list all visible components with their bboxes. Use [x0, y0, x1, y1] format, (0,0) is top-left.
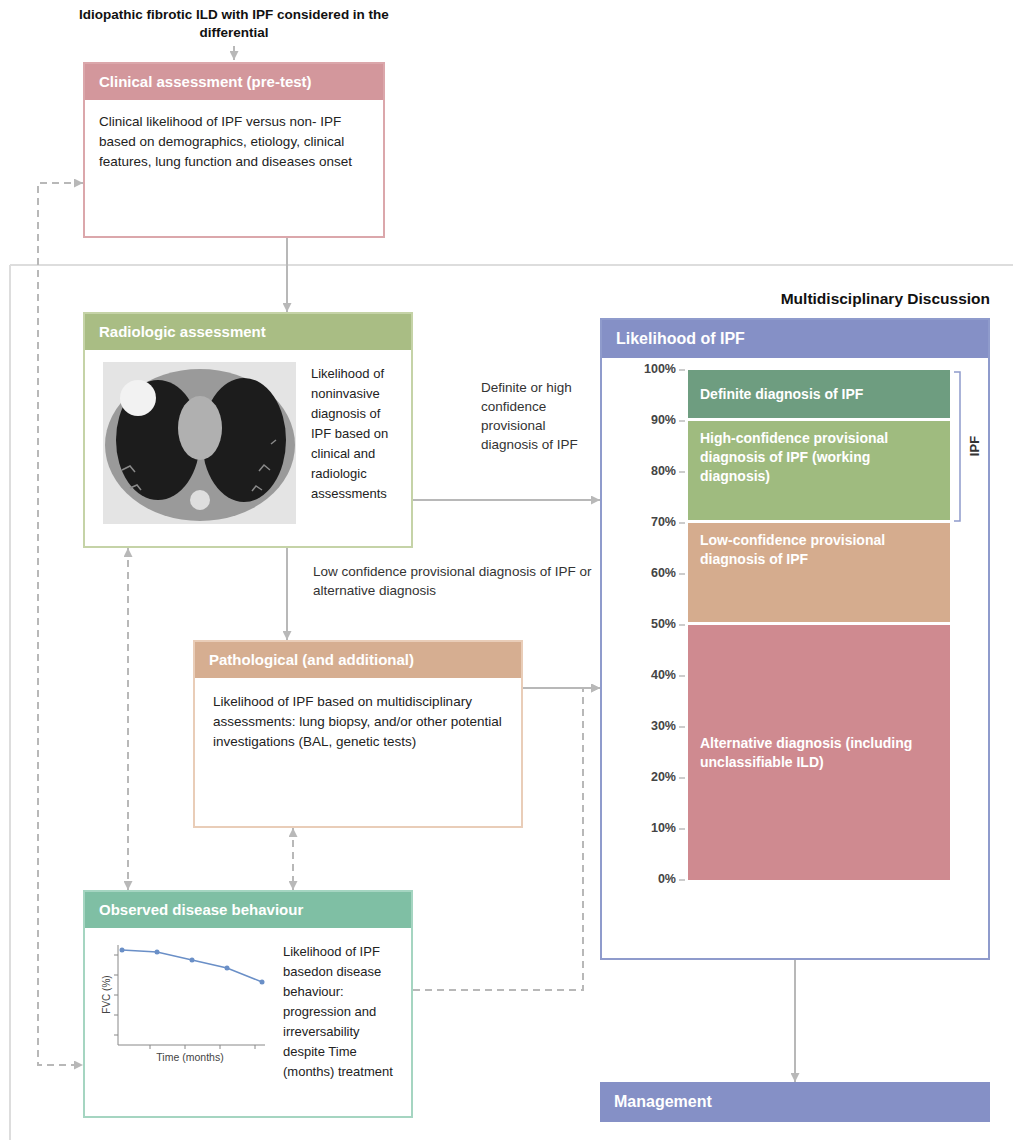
management-box: Management: [600, 1082, 990, 1122]
chart-axis: [118, 1045, 265, 1046]
connector-label: Low confidence provisional diagnosis of …: [313, 562, 595, 600]
chart-ticks: [114, 955, 255, 1049]
region-rule: [10, 264, 1013, 266]
scale-label: 20%: [616, 770, 676, 786]
chart-point: [155, 950, 160, 955]
flow-connector: [127, 548, 129, 890]
scale-label: 40%: [616, 668, 676, 684]
band-label: Low-confidence provisional diagnosis of …: [700, 531, 938, 569]
chart-point: [225, 966, 230, 971]
ct-background: [103, 362, 296, 524]
assessment-panel: Radiologic assessmentLikelihood of nonin…: [83, 312, 413, 548]
chart-point: [120, 948, 125, 953]
scale-label: 70%: [616, 515, 676, 531]
panel-heading: Pathological (and additional): [195, 642, 521, 678]
scale-label: 0%: [616, 872, 676, 888]
flow-connector: [286, 548, 288, 640]
scale-label: 10%: [616, 821, 676, 837]
likelihood-band: High-confidence provisional diagnosis of…: [688, 421, 950, 520]
scale-label: 80%: [616, 464, 676, 480]
flow-connector: [38, 183, 83, 1065]
panel-heading: Likelihood of IPF: [602, 320, 988, 358]
panel-body: Likelihood of IPF based on multidiscipli…: [195, 678, 521, 766]
flow-connector: [794, 960, 796, 1082]
diagram-title: Idiopathic fibrotic ILD with IPF conside…: [64, 6, 404, 42]
scale-label: 100%: [616, 362, 676, 378]
assessment-panel: Observed disease behaviourLikelihood of …: [83, 890, 413, 1118]
bracket-label: IPF: [967, 429, 983, 463]
chart-line: [122, 950, 262, 982]
scale-label: 90%: [616, 413, 676, 429]
chart-point: [260, 980, 265, 985]
fvc-chart: [114, 945, 265, 1049]
band-label: Alternative diagnosis (including unclass…: [700, 734, 938, 772]
flow-connector: [523, 687, 600, 689]
entry-arrow: [233, 46, 235, 60]
connector-label: Definite or high confidence provisional …: [481, 378, 589, 454]
scale-ticks: [679, 370, 685, 880]
band-label: High-confidence provisional diagnosis of…: [700, 429, 938, 486]
ipf-bracket: [954, 372, 960, 521]
flow-connector: [286, 238, 288, 312]
chart-points: [120, 948, 265, 985]
band-label: Definite diagnosis of IPF: [700, 385, 863, 404]
flow-connector: [413, 499, 600, 501]
panel-heading: Radiologic assessment: [85, 314, 411, 350]
scale-label: 50%: [616, 617, 676, 633]
likelihood-band: Low-confidence provisional diagnosis of …: [688, 523, 950, 622]
ct-mass: [120, 380, 156, 416]
ct-scan-image: [103, 362, 296, 524]
ct-mediastinum: [178, 396, 222, 460]
scale-label: 60%: [616, 566, 676, 582]
ct-spine: [190, 490, 210, 510]
ct-body: [105, 369, 295, 521]
assessment-panel: Clinical assessment (pre-test)Clinical l…: [83, 62, 385, 238]
region-rule: [9, 265, 11, 1140]
panel-body: Likelihood of noninvasive diagnosis of I…: [85, 350, 411, 516]
axis-label: Time (months): [140, 1051, 240, 1065]
flow-connector: [413, 688, 600, 990]
axis-label: FVC (%): [100, 965, 113, 1025]
panel-heading: Observed disease behaviour: [85, 892, 411, 928]
panel-body: Likelihood of IPF basedon disease behavi…: [85, 928, 411, 1094]
scale-label: 30%: [616, 719, 676, 735]
likelihood-band: Definite diagnosis of IPF: [688, 370, 950, 418]
ct-reticulation: [122, 440, 276, 491]
panel-heading: Clinical assessment (pre-test): [85, 64, 383, 100]
likelihood-band: Alternative diagnosis (including unclass…: [688, 625, 950, 880]
flow-connector: [292, 828, 294, 890]
chart-point: [190, 958, 195, 963]
banner-label: Management: [614, 1092, 712, 1112]
assessment-panel: Pathological (and additional)Likelihood …: [193, 640, 523, 828]
region-title: Multidisciplinary Discussion: [680, 290, 990, 309]
panel-body: Clinical likelihood of IPF versus non- I…: [85, 100, 383, 184]
